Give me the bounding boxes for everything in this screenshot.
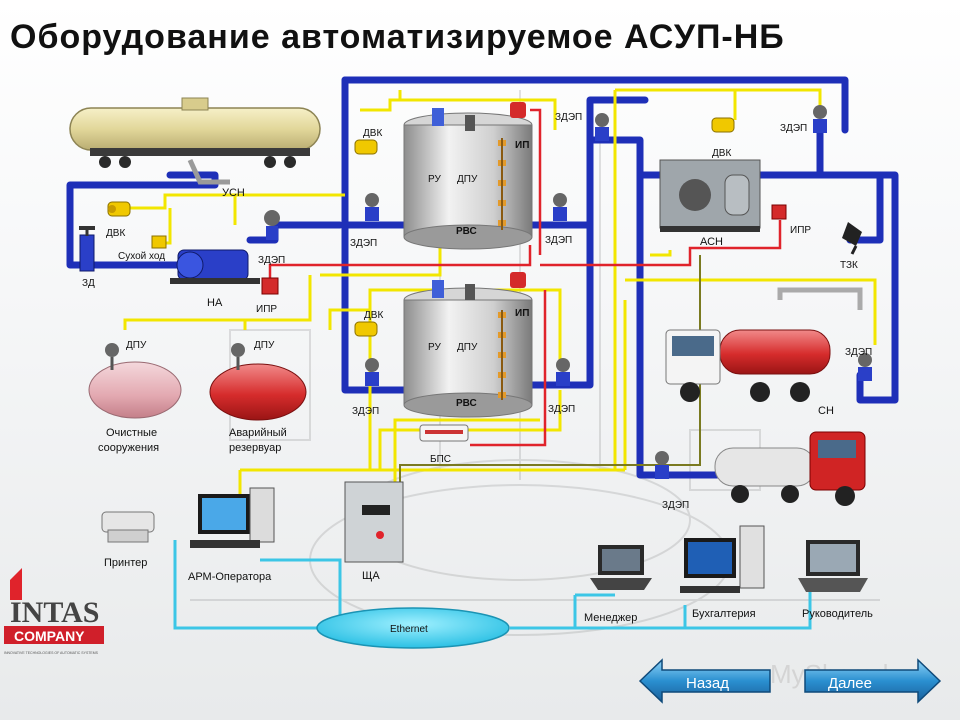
label-rvs-top: РВС [456,226,477,237]
next-label: Далее [828,675,872,692]
tank-rvs-top [403,102,533,250]
valve-zdep-truck [858,353,872,381]
label-asn: АСН [700,236,723,248]
label-dpu-bottom: ДПУ [457,342,478,353]
accounting-pc [680,525,765,593]
valve-zdep-top-trunk [595,113,609,141]
label-dvk-tank-bottom: ДВК [364,310,383,321]
tank-rvs-bottom [403,272,533,418]
label-zdep-bottom-truck: ЗДЭП [662,500,689,511]
page-title: Оборудование автоматизируемое АСУП-НБ [10,18,785,56]
label-ip-bottom: ИП [515,308,529,319]
label-ipr-right: ИПР [790,225,811,236]
label-zdep-tank-bottom-left: ЗДЭП [352,406,379,417]
treatment-tank [88,343,182,419]
label-treatment-1: Очистные [106,427,157,439]
ethernet-lines [173,540,812,630]
label-rvs-bottom: РВС [456,398,477,409]
automation-cabinet [344,481,404,563]
label-bps: БПС [430,454,451,465]
label-dry-run: Сухой ход [118,251,165,262]
label-dvk-tank-top: ДВК [363,128,382,139]
fuel-nozzle-tzk [842,222,862,255]
label-manager: Менеджер [584,612,637,624]
valve-zdep-tank-bottom-right [556,358,570,386]
label-shcha: ЩА [362,570,380,582]
label-ethernet: Ethernet [390,624,428,635]
label-dvk-left: ДВК [106,228,125,239]
label-ru-bottom: РУ [428,342,441,353]
valve-zdep-bottom-truck [655,451,669,479]
valve-zdep-tank-bottom-left [365,358,379,386]
valve-zdep-right-top [813,105,827,133]
label-tzk: ТЗК [840,260,858,271]
valve-zdep-tank-top-right [553,193,567,221]
label-treatment-2: сооружения [98,442,159,454]
ethernet-bus [316,607,510,649]
label-usn: УСН [222,187,245,199]
label-printer: Принтер [104,557,147,569]
logo-text-intas: INTAS [10,596,99,629]
dvk-sensor-right [711,117,735,133]
fuel-truck-bottom [714,431,866,506]
label-zdep-right-top: ЗДЭП [780,123,807,134]
dry-run-sensor [151,235,167,249]
logo-tagline: INNOVATIVE TECHNOLOGIES OF AUTOMATIC SYS… [4,651,99,655]
label-dpu-treatment: ДПУ [126,340,147,351]
bps-unit [419,424,469,442]
label-dvk-right: ДВК [712,148,731,159]
label-accounting: Бухгалтерия [692,608,756,620]
label-dpu-top: ДПУ [457,174,478,185]
label-arm: АРМ-Оператора [188,571,272,583]
label-zdep-pump: ЗДЭП [258,255,285,266]
valve-zdep-tank-top-left [365,193,379,221]
pump-unit-na [170,249,260,284]
label-zdep-top-trunk: ЗДЭП [555,112,582,123]
gate-valve-zd [79,226,95,272]
dvk-sensor-tank-bottom [354,321,378,337]
valve-zdep-pump [264,210,280,240]
back-label: Назад [686,675,729,692]
dvk-sensor-left [107,201,131,217]
label-zd: ЗД [82,278,95,289]
ipr-right [771,204,787,220]
dvk-sensor-tank-top [354,139,378,155]
signal-lines-yellow [123,88,877,500]
director-laptop [798,540,868,592]
label-ip-top: ИП [515,140,529,151]
printer [101,511,155,543]
rail-tank-car [69,97,321,185]
signal-lines-red [268,108,782,447]
label-director: Руководитель [802,608,873,620]
label-na: НА [207,297,223,309]
label-emergency-2: резервуар [229,442,281,454]
label-zdep-tank-bottom-right: ЗДЭП [548,404,575,415]
label-zdep-tank-top-left: ЗДЭП [350,238,377,249]
intas-logo [4,568,104,644]
back-button[interactable]: Назад [638,658,771,704]
label-zdep-tank-top-right: ЗДЭП [545,235,572,246]
logo-text-company: COMPANY [14,628,85,644]
emergency-tank [209,343,307,421]
label-ipr-left: ИПР [256,304,277,315]
operator-workstation [190,487,275,548]
fuel-truck-top-loading [665,287,863,402]
label-dpu-emergency: ДПУ [254,340,275,351]
label-emergency-1: Аварийный [229,427,287,439]
ipr-left [261,277,279,295]
next-button[interactable]: Далее [804,658,942,704]
asn-unit [659,159,761,232]
manager-laptop [590,545,652,590]
label-zdep-truck: ЗДЭП [845,347,872,358]
label-ru-top: РУ [428,174,441,185]
label-sn: СН [818,405,834,417]
